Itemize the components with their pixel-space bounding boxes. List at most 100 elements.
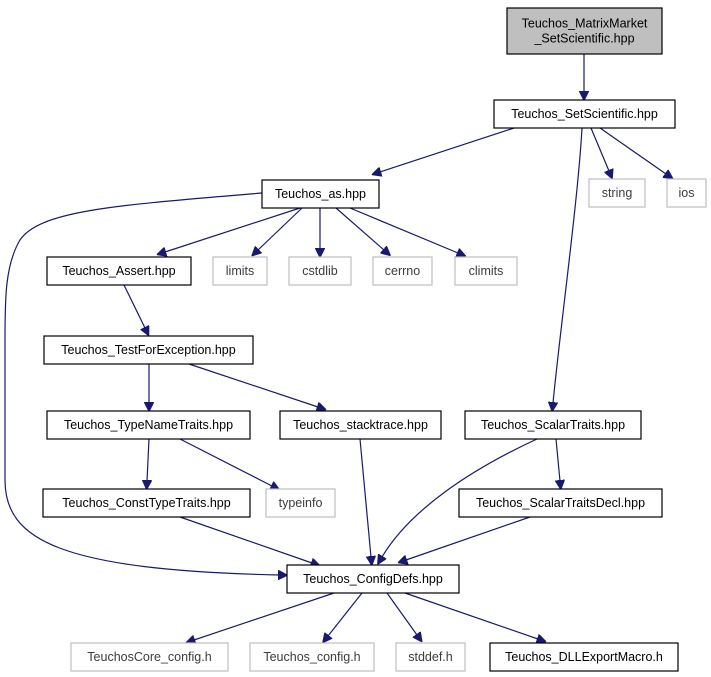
node-teuchoscore_config: TeuchosCore_config.h xyxy=(70,642,229,672)
node-typenametraits[interactable]: Teuchos_TypeNameTraits.hpp xyxy=(46,410,251,440)
node-label: Teuchos_ConstTypeTraits.hpp xyxy=(62,496,230,510)
edge-line xyxy=(165,207,301,252)
node-box xyxy=(286,564,460,594)
edge-line xyxy=(359,438,371,557)
node-box xyxy=(372,256,433,286)
node-box xyxy=(279,410,442,440)
node-box xyxy=(464,410,642,440)
edge-configdefs-to-teuchoscore_config xyxy=(194,592,335,640)
node-setscientific[interactable]: Teuchos_SetScientific.hpp xyxy=(493,99,676,129)
node-label: Teuchos_ConfigDefs.hpp xyxy=(303,572,443,586)
node-box xyxy=(70,642,229,672)
edge-testforexception-to-stacktrace xyxy=(188,363,318,407)
edge-configdefs-to-stddef xyxy=(386,592,417,635)
node-box xyxy=(212,256,268,286)
node-scalartraits[interactable]: Teuchos_ScalarTraits.hpp xyxy=(464,410,642,440)
edge-scalartraits-to-scalartraitsdecl xyxy=(556,438,560,481)
node-testforexception[interactable]: Teuchos_TestForException.hpp xyxy=(43,335,254,365)
node-configdefs[interactable]: Teuchos_ConfigDefs.hpp xyxy=(286,564,460,594)
node-box xyxy=(588,178,646,208)
edge-as-to-assert xyxy=(165,207,301,252)
edge-line xyxy=(553,127,583,403)
node-label: _SetScientific.hpp xyxy=(533,32,634,46)
edge-line xyxy=(335,207,384,250)
node-box xyxy=(458,488,663,518)
edge-line xyxy=(386,592,417,635)
node-matrixmarket_setscientific: Teuchos_MatrixMarket_SetScientific.hpp xyxy=(506,7,663,55)
edge-scalartraits-to-configdefs xyxy=(382,438,538,557)
node-label: Teuchos_DLLExportMacro.h xyxy=(505,650,663,664)
node-cstdlib: cstdlib xyxy=(288,256,352,286)
node-label: Teuchos_ScalarTraitsDecl.hpp xyxy=(476,496,645,510)
edge-line xyxy=(404,592,538,639)
node-box xyxy=(666,178,707,208)
node-label: Teuchos_Assert.hpp xyxy=(62,264,175,278)
node-box xyxy=(493,99,676,129)
node-scalartraitsdecl[interactable]: Teuchos_ScalarTraitsDecl.hpp xyxy=(458,488,663,518)
edge-line xyxy=(4,192,279,575)
node-box xyxy=(261,179,380,209)
edge-line xyxy=(258,207,303,250)
node-box xyxy=(43,335,254,365)
node-label: Teuchos_config.h xyxy=(263,650,360,664)
node-box xyxy=(506,7,663,55)
edge-line xyxy=(556,438,560,481)
node-label: cstdlib xyxy=(302,264,337,278)
node-box xyxy=(42,488,251,518)
node-label: cerrno xyxy=(385,264,420,278)
edge-as-to-configdefs xyxy=(4,192,279,575)
node-climits: climits xyxy=(454,256,518,286)
node-label: climits xyxy=(469,264,504,278)
node-label: Teuchos_as.hpp xyxy=(275,187,366,201)
node-box xyxy=(46,410,251,440)
edge-as-to-limits xyxy=(258,207,303,250)
edge-assert-to-testforexception xyxy=(123,284,145,328)
edge-as-to-cerrno xyxy=(335,207,384,250)
edge-line xyxy=(188,363,318,407)
node-ios: ios xyxy=(666,178,707,208)
edge-line xyxy=(599,127,666,174)
edge-line xyxy=(179,438,272,486)
edge-line xyxy=(123,284,145,328)
edge-line xyxy=(590,127,609,171)
edge-configdefs-to-teuchos_config xyxy=(328,592,363,636)
node-label: Teuchos_stacktrace.hpp xyxy=(293,418,428,432)
node-label: TeuchosCore_config.h xyxy=(87,650,211,664)
edge-line xyxy=(179,516,312,563)
node-label: limits xyxy=(226,264,254,278)
edge-configdefs-to-dllexportmacro xyxy=(404,592,538,639)
edge-line xyxy=(380,127,515,172)
node-label: ios xyxy=(679,186,695,200)
node-teuchos_config: Teuchos_config.h xyxy=(249,642,375,672)
edge-typenametraits-to-consttypetraits xyxy=(147,438,149,481)
edge-setscientific-to-scalartraits xyxy=(553,127,583,403)
node-dllexportmacro[interactable]: Teuchos_DLLExportMacro.h xyxy=(489,642,679,672)
node-box xyxy=(249,642,375,672)
edge-setscientific-to-as xyxy=(380,127,515,172)
edge-line xyxy=(194,592,335,640)
node-typeinfo: typeinfo xyxy=(265,488,336,518)
edge-setscientific-to-string xyxy=(590,127,609,171)
edge-scalartraitsdecl-to-configdefs xyxy=(406,516,531,560)
node-box xyxy=(288,256,352,286)
nodes-layer: Teuchos_MatrixMarket_SetScientific.hppTe… xyxy=(42,7,707,672)
edge-line xyxy=(328,592,363,636)
node-label: Teuchos_TypeNameTraits.hpp xyxy=(64,418,233,432)
edge-line xyxy=(382,438,538,557)
node-stddef: stddef.h xyxy=(395,642,466,672)
node-stacktrace[interactable]: Teuchos_stacktrace.hpp xyxy=(279,410,442,440)
node-label: Teuchos_SetScientific.hpp xyxy=(511,107,658,121)
node-label: string xyxy=(602,186,633,200)
edge-line xyxy=(147,438,149,481)
edge-stacktrace-to-configdefs xyxy=(359,438,371,557)
node-cerrno: cerrno xyxy=(372,256,433,286)
node-as[interactable]: Teuchos_as.hpp xyxy=(261,179,380,209)
node-label: Teuchos_MatrixMarket xyxy=(522,17,648,31)
node-assert[interactable]: Teuchos_Assert.hpp xyxy=(46,256,192,286)
node-consttypetraits[interactable]: Teuchos_ConstTypeTraits.hpp xyxy=(42,488,251,518)
edges-layer xyxy=(4,54,666,640)
edge-line xyxy=(406,516,531,560)
edge-consttypetraits-to-configdefs xyxy=(179,516,312,563)
node-label: Teuchos_TestForException.hpp xyxy=(61,343,235,357)
